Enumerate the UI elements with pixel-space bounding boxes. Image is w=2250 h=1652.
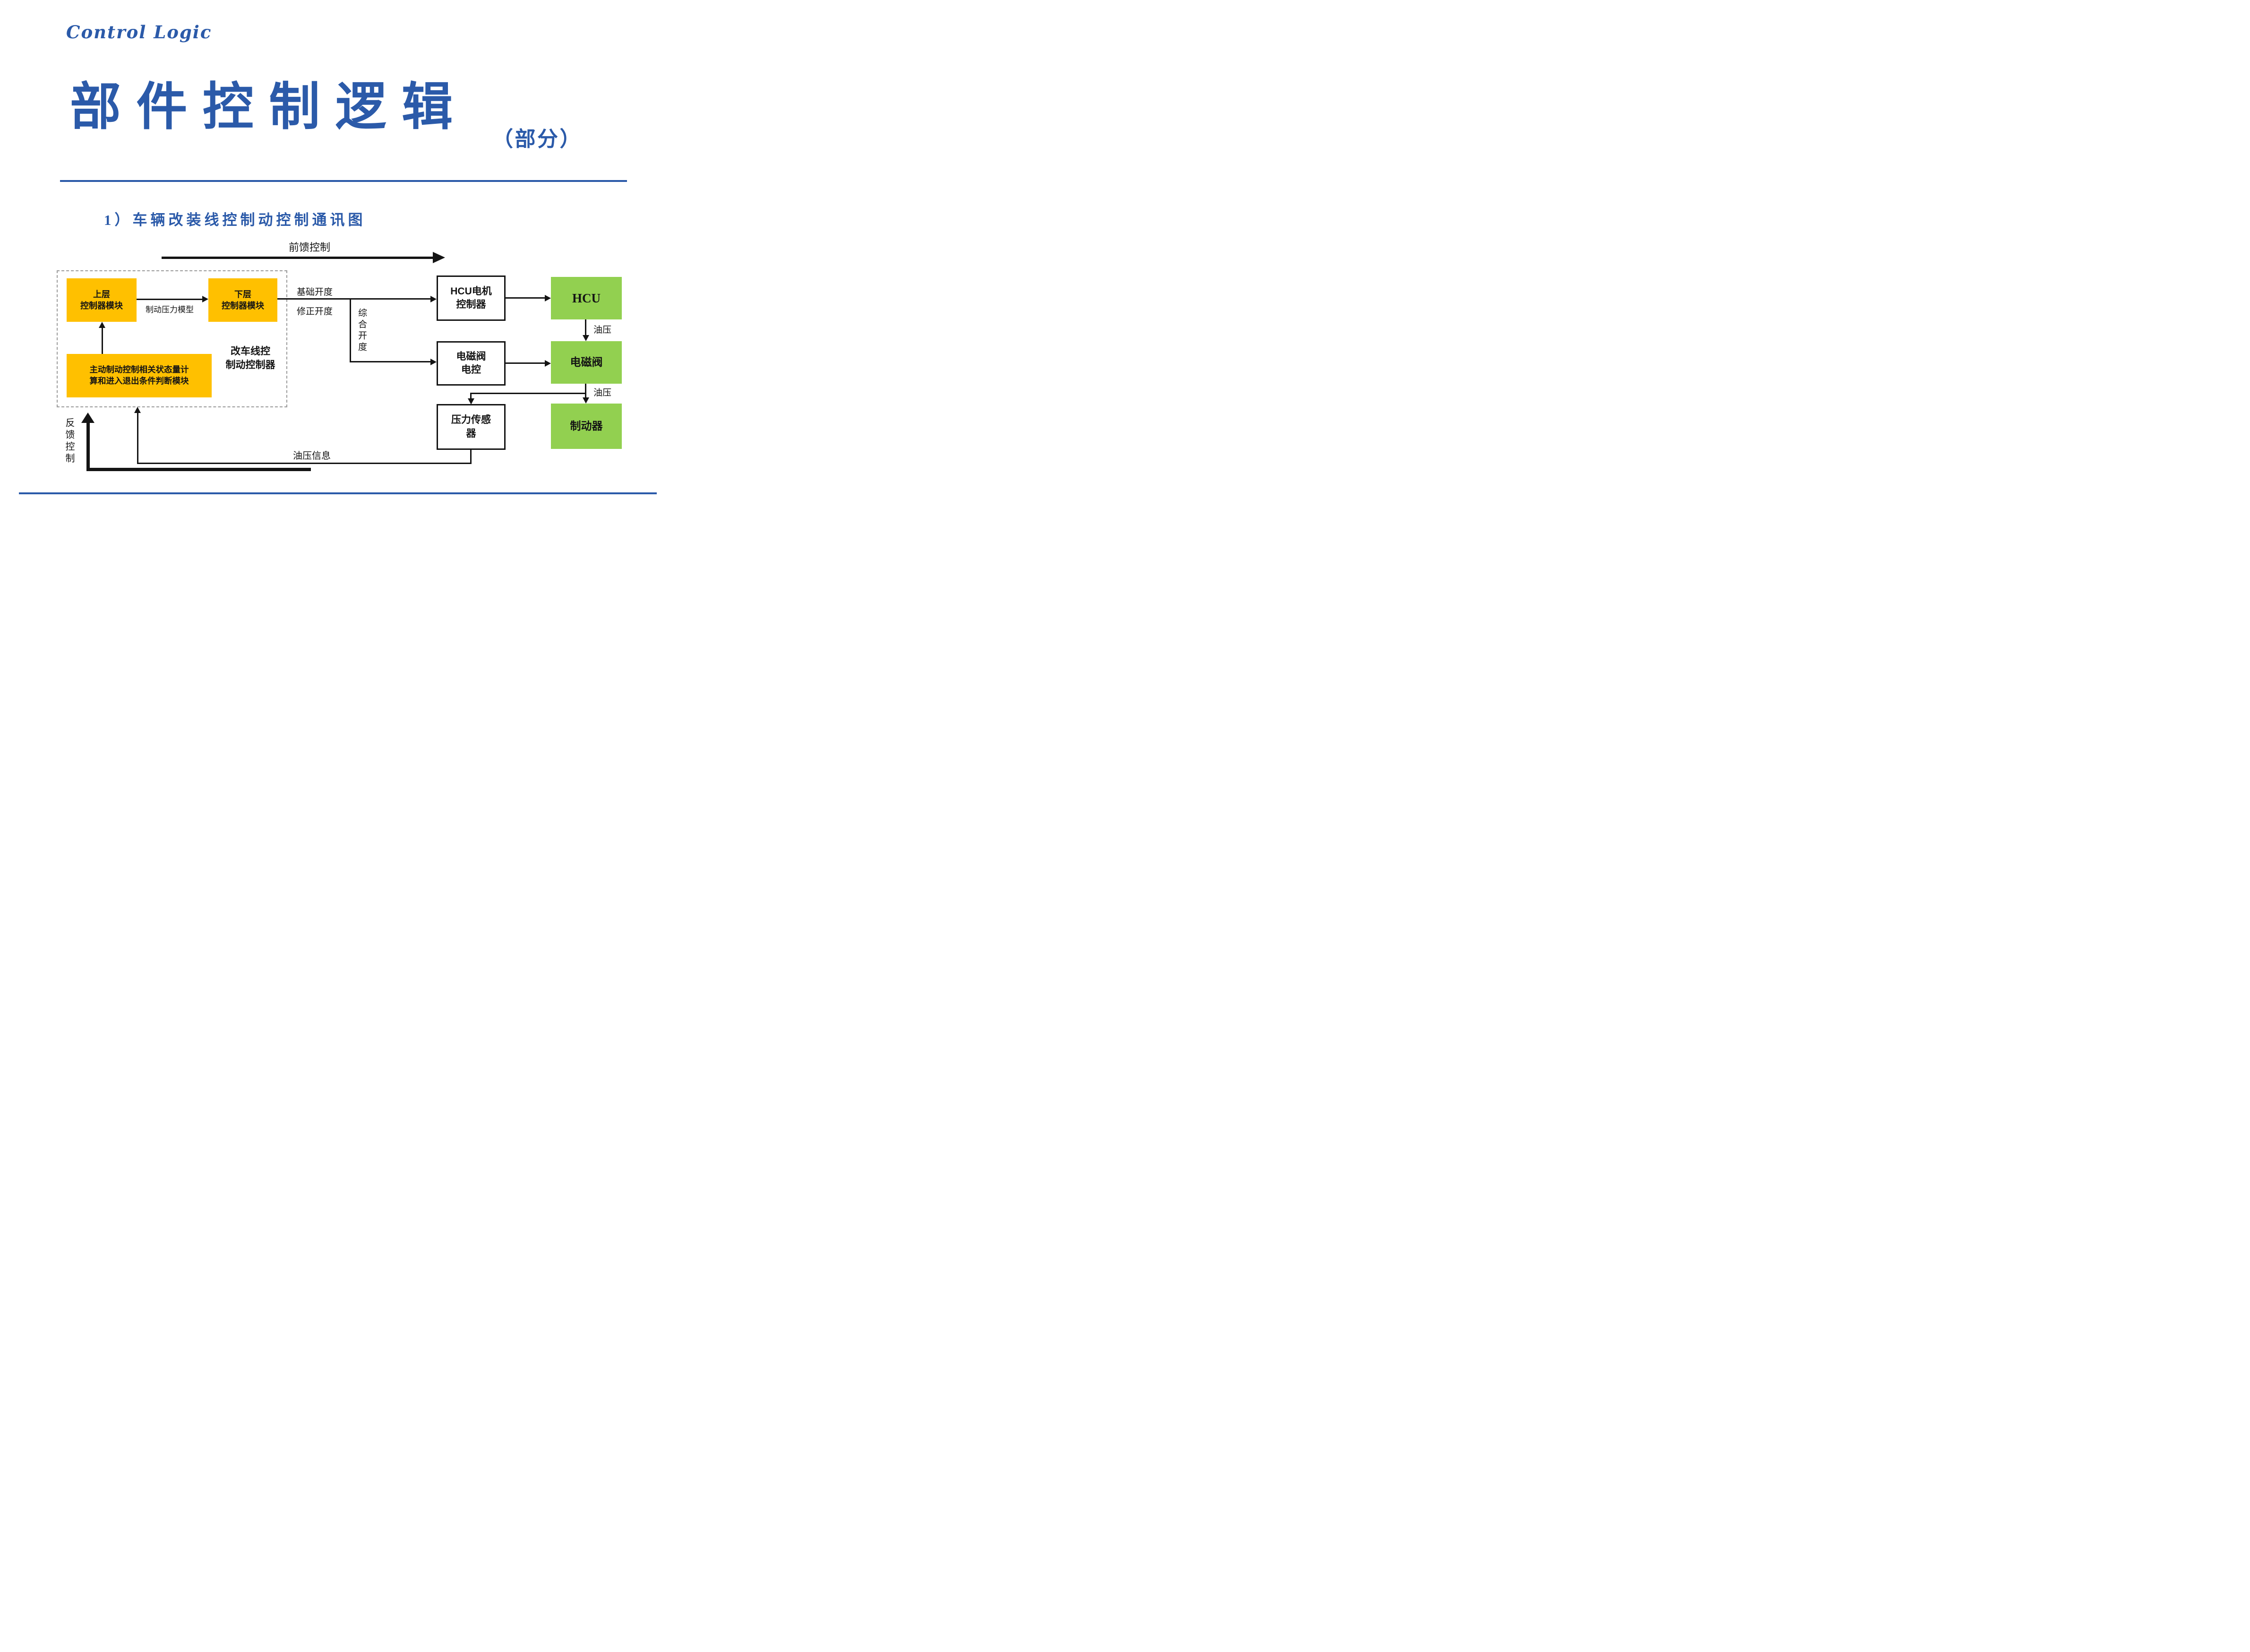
upper-to-lower-arrowhead-icon <box>202 296 208 302</box>
feedforward-arrowhead-icon <box>433 252 445 263</box>
combined-opening-arrowhead-icon <box>430 359 437 365</box>
script-title: Control Logic <box>66 22 212 43</box>
feedback-label: 反馈控制 <box>64 418 74 465</box>
feedback-hline <box>137 463 472 464</box>
opening-arrowhead-icon <box>430 296 437 302</box>
hcu-to-solenoid-line <box>585 319 586 336</box>
feedforward-label: 前馈控制 <box>288 241 330 253</box>
opening-line <box>277 298 432 300</box>
box-state-calculation: 主动制动控制相关状态量计 算和进入退出条件判断模块 <box>67 354 212 397</box>
wire-control-group-outline <box>57 270 287 407</box>
base-opening-label: 基础开度 <box>297 287 333 297</box>
junction-to-sensor-arrowhead-icon <box>468 398 474 404</box>
feedback-thick-hline <box>86 468 311 471</box>
main-title-suffix: （部分） <box>492 127 583 151</box>
solenoidctrl-to-solenoid-arrowhead-icon <box>545 360 551 367</box>
box-solenoid-valve: 电磁阀 <box>551 341 622 384</box>
combined-opening-hline <box>350 361 430 362</box>
feedback-vline <box>137 413 138 464</box>
title-divider <box>60 180 627 182</box>
group-label: 改车线控 制动控制器 <box>225 346 275 371</box>
feedforward-line <box>162 257 433 259</box>
hcu-to-solenoid-arrowhead-icon <box>583 335 589 341</box>
oil-pressure-label-1: 油压 <box>593 325 612 335</box>
hcumotor-to-hcu-arrowhead-icon <box>545 295 551 301</box>
oil-pressure-info-label: 油压信息 <box>293 451 331 461</box>
box-upper-controller: 上层 控制器模块 <box>67 278 137 322</box>
upper-to-lower-line <box>137 299 203 300</box>
main-title: 部件控制逻辑 <box>70 77 468 137</box>
feedback-arrowhead-icon <box>134 407 141 413</box>
feedback-thick-arrowhead-icon <box>81 413 94 423</box>
junction-to-sensor-hline <box>470 393 586 394</box>
box-lower-controller: 下层 控制器模块 <box>208 278 277 322</box>
section-heading: 1）车辆改装线控制动控制通讯图 <box>104 212 366 228</box>
solenoidctrl-to-solenoid-line <box>506 362 545 364</box>
slide: Control Logic 部件控制逻辑 （部分） 1）车辆改装线控制动控制通讯… <box>0 0 675 502</box>
solenoid-to-brake-line <box>585 384 586 398</box>
box-brake: 制动器 <box>551 404 622 449</box>
feedback-thick-vline <box>86 423 90 470</box>
corrected-opening-label: 修正开度 <box>297 307 333 317</box>
box-solenoid-valve-control: 电磁阀 电控 <box>437 341 506 386</box>
box-pressure-sensor: 压力传感 器 <box>437 404 506 450</box>
brake-pressure-model-label: 制动压力模型 <box>146 305 194 314</box>
combined-opening-vline <box>350 299 351 362</box>
box-hcu-motor-controller: HCU电机 控制器 <box>437 275 506 321</box>
hcumotor-to-hcu-line <box>506 297 545 299</box>
box-hcu: HCU <box>551 277 622 319</box>
solenoid-to-brake-arrowhead-icon <box>583 397 589 404</box>
statecalc-to-upper-arrowhead-icon <box>99 322 105 328</box>
combined-opening-label: 综合开度 <box>357 308 367 353</box>
junction-to-sensor-vline <box>470 393 472 399</box>
statecalc-to-upper-line <box>102 327 103 354</box>
sensor-to-feedback-line <box>470 450 472 464</box>
oil-pressure-label-2: 油压 <box>593 388 612 398</box>
bottom-divider <box>19 492 657 494</box>
